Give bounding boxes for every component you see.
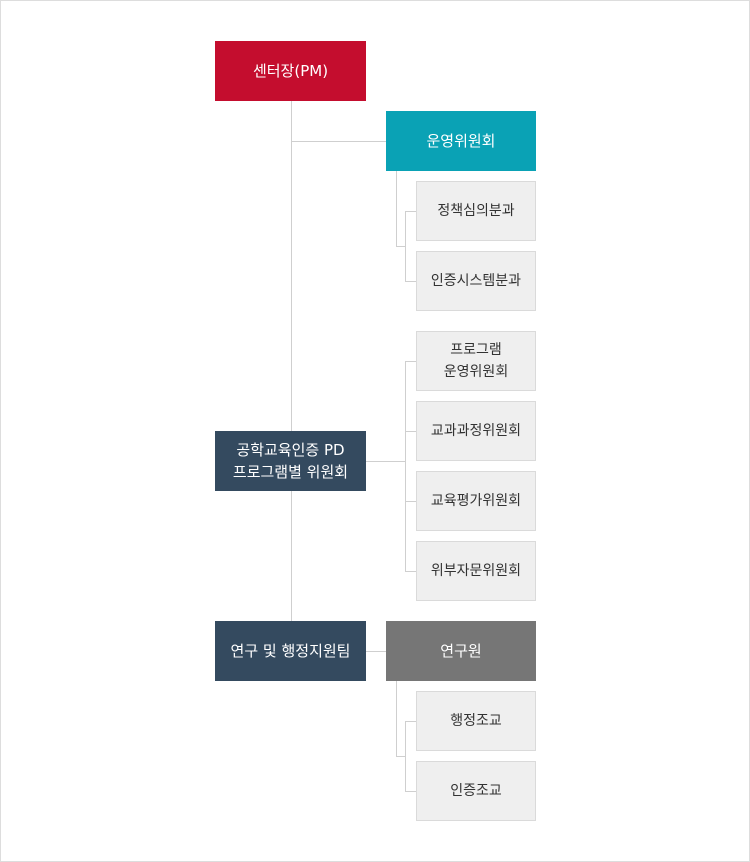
policy-review-box: 정책심의분과 bbox=[416, 181, 536, 241]
connector-trunk-to-steering bbox=[291, 141, 386, 142]
connector-program-to-subs bbox=[366, 461, 405, 462]
program-committee-box: 공학교육인증 PD 프로그램별 위원회 bbox=[215, 431, 366, 491]
researcher-label: 연구원 bbox=[440, 642, 482, 660]
advisory-committee-box: 위부자문위원회 bbox=[416, 541, 536, 601]
support-team-box: 연구 및 행정지원팀 bbox=[215, 621, 366, 681]
accreditation-assistant-label: 인증조교 bbox=[450, 783, 502, 799]
program-committee-label: 공학교육인증 PD 프로그램별 위원회 bbox=[232, 441, 349, 481]
curriculum-committee-label: 교과과정위원회 bbox=[430, 423, 522, 439]
center-director-label: 센터장(PM) bbox=[252, 62, 329, 80]
accreditation-system-box: 인증시스템분과 bbox=[416, 251, 536, 311]
support-sub-bracket-line bbox=[396, 681, 397, 756]
main-trunk-line bbox=[291, 101, 292, 622]
steering-sub-vertical bbox=[405, 211, 406, 281]
support-sub-vertical bbox=[405, 721, 406, 791]
program-sub-connector-3 bbox=[405, 501, 416, 502]
evaluation-committee-label: 교육평가위원회 bbox=[430, 493, 522, 509]
steering-committee-box: 운영위원회 bbox=[386, 111, 536, 171]
steering-sub-connector-2 bbox=[405, 281, 416, 282]
admin-assistant-box: 행정조교 bbox=[416, 691, 536, 751]
steering-sub-bracket-line bbox=[396, 171, 397, 246]
program-sub-connector-1 bbox=[405, 361, 416, 362]
program-sub-connector-2 bbox=[405, 431, 416, 432]
policy-review-label: 정책심의분과 bbox=[437, 203, 515, 219]
connector-support-to-researcher bbox=[366, 651, 386, 652]
researcher-box: 연구원 bbox=[386, 621, 536, 681]
center-director-box: 센터장(PM) bbox=[215, 41, 366, 101]
accreditation-assistant-box: 인증조교 bbox=[416, 761, 536, 821]
program-sub-vertical bbox=[405, 361, 406, 572]
program-sub-connector-4 bbox=[405, 571, 416, 572]
curriculum-committee-box: 교과과정위원회 bbox=[416, 401, 536, 461]
steering-sub-stub bbox=[396, 246, 405, 247]
program-operation-box: 프로그램 운영위원회 bbox=[416, 331, 536, 391]
admin-assistant-label: 행정조교 bbox=[450, 713, 502, 729]
support-sub-connector-1 bbox=[405, 721, 416, 722]
advisory-committee-label: 위부자문위원회 bbox=[430, 563, 522, 579]
program-operation-label: 프로그램 운영위원회 bbox=[443, 342, 509, 380]
accreditation-system-label: 인증시스템분과 bbox=[430, 273, 522, 289]
evaluation-committee-box: 교육평가위원회 bbox=[416, 471, 536, 531]
support-sub-connector-2 bbox=[405, 791, 416, 792]
steering-sub-connector-1 bbox=[405, 211, 416, 212]
support-team-label: 연구 및 행정지원팀 bbox=[230, 642, 351, 660]
steering-committee-label: 운영위원회 bbox=[426, 132, 496, 150]
support-sub-stub bbox=[396, 756, 405, 757]
